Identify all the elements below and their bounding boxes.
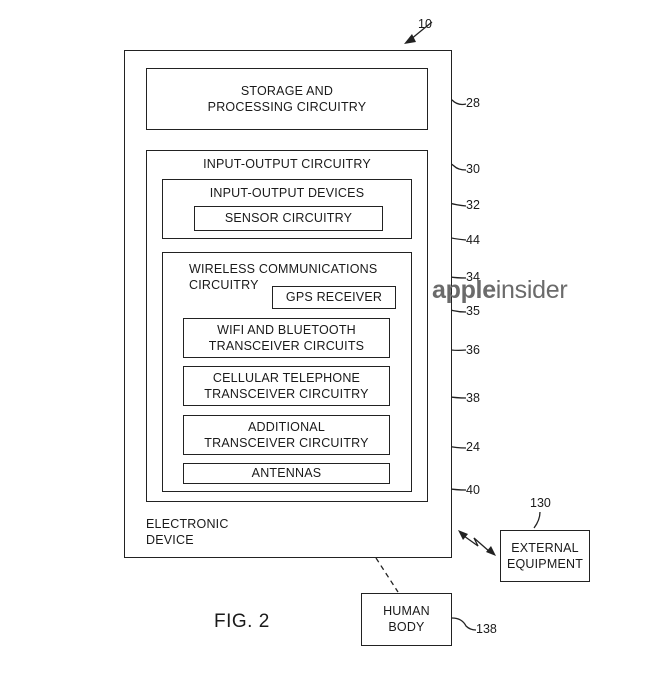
ref-36: 36 xyxy=(466,343,480,357)
watermark-bold: apple xyxy=(432,276,496,304)
electronic-device-label: ELECTRONIC DEVICE xyxy=(146,517,229,547)
ref-40: 40 xyxy=(466,483,480,497)
io-circuitry-label: INPUT-OUTPUT CIRCUITRY xyxy=(203,157,371,171)
device-human-link xyxy=(375,557,399,593)
sensor-circuitry-label: SENSOR CIRCUITRY xyxy=(224,211,353,225)
ref-28: 28 xyxy=(466,96,480,110)
ref-138: 138 xyxy=(476,622,497,636)
ref-38: 38 xyxy=(466,391,480,405)
gps-receiver-label: GPS RECEIVER xyxy=(285,290,383,304)
watermark-regular: insider xyxy=(495,276,568,304)
cellular-transceiver-label: CELLULAR TELEPHONE TRANSCEIVER CIRCUITRY xyxy=(204,371,369,401)
storage-processing-label: STORAGE AND PROCESSING CIRCUITRY xyxy=(207,84,367,114)
wireless-circuitry-label: WIRELESS COMMUNICATIONS CIRCUITRY xyxy=(189,262,378,292)
human-body-label: HUMAN BODY xyxy=(383,604,430,634)
human-body-box xyxy=(361,593,452,646)
sensor-circuitry-box xyxy=(194,206,383,231)
ref-10: 10 xyxy=(418,17,432,31)
ref-32: 32 xyxy=(466,198,480,212)
leader-138 xyxy=(451,617,477,631)
gps-receiver-box xyxy=(272,286,396,309)
wifi-bluetooth-label: WIFI AND BLUETOOTH TRANSCEIVER CIRCUITS xyxy=(208,323,365,353)
zigzag-arrowhead-left xyxy=(458,530,468,540)
appleinsider-watermark: appleinsider xyxy=(432,276,568,305)
ref-30: 30 xyxy=(466,162,480,176)
ref-130: 130 xyxy=(530,496,551,510)
io-devices-label: INPUT-OUTPUT DEVICES xyxy=(209,186,365,200)
additional-transceiver-label: ADDITIONAL TRANSCEIVER CIRCUITRY xyxy=(204,420,369,450)
cellular-transceiver-box xyxy=(183,366,390,406)
ref-34: 34 xyxy=(466,270,480,284)
external-equipment-label: EXTERNAL EQUIPMENT xyxy=(506,541,584,571)
figure-label: FIG. 2 xyxy=(214,611,270,632)
ref-24: 24 xyxy=(466,440,480,454)
ref-44: 44 xyxy=(466,233,480,247)
zigzag-arrowhead-right xyxy=(486,546,496,556)
additional-transceiver-box xyxy=(183,415,390,455)
wireless-link-zigzag xyxy=(463,535,491,553)
external-equipment-box xyxy=(500,530,590,582)
ref-10-arrowhead xyxy=(404,34,416,44)
wifi-bluetooth-box xyxy=(183,318,390,358)
leader-130 xyxy=(533,511,541,529)
antennas-box xyxy=(183,463,390,484)
storage-processing-box xyxy=(146,68,428,130)
ref-35: 35 xyxy=(466,304,480,318)
antennas-label: ANTENNAS xyxy=(251,466,322,480)
